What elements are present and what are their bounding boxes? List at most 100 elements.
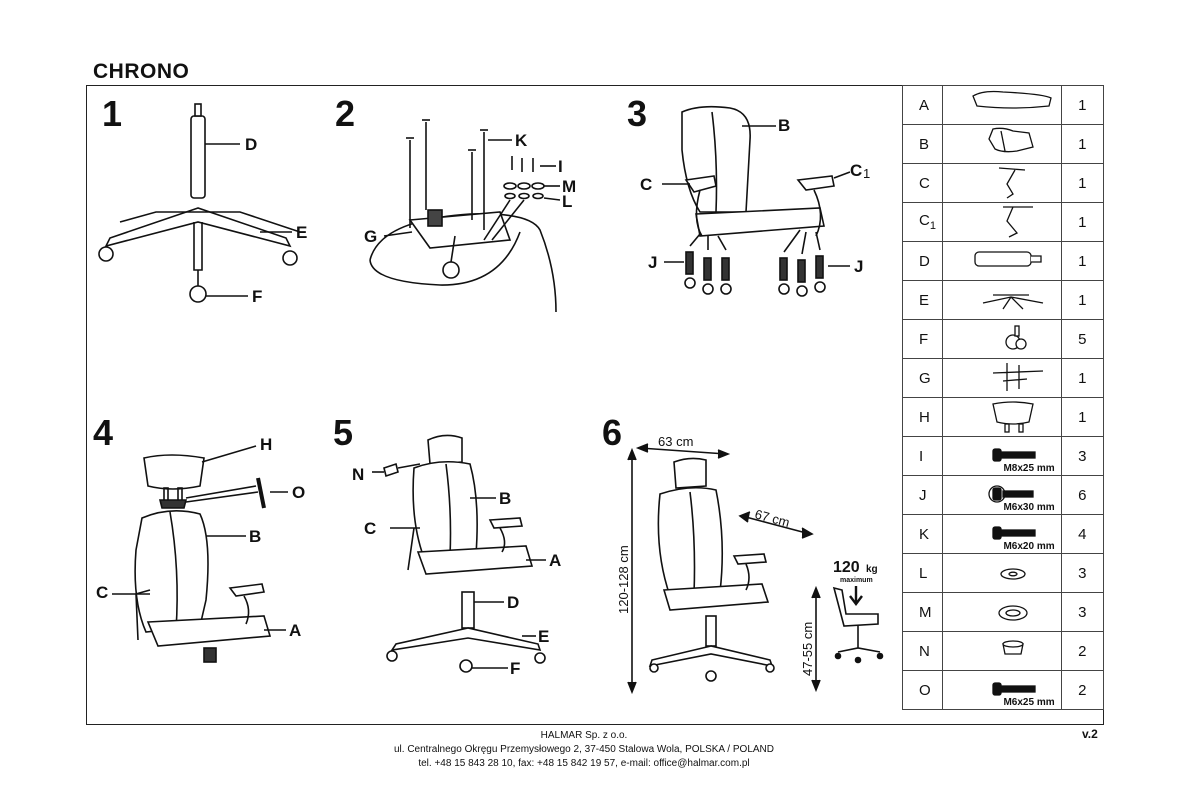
part-caption: M6x20 mm xyxy=(1003,541,1055,552)
part-image-cell xyxy=(941,241,1062,281)
step-number-4: 4 xyxy=(93,412,114,453)
part-letter-cell: L xyxy=(902,553,943,593)
part-quantity: 2 xyxy=(1060,670,1105,710)
part-row: O M6x25 mm 2 xyxy=(902,670,1105,710)
s5-label-D: D xyxy=(507,593,519,612)
part-quantity: 1 xyxy=(1060,280,1105,320)
part-letter-cell: I xyxy=(902,436,943,476)
s3-label-C1-sub: 1 xyxy=(863,166,870,181)
part-letter-cell: O xyxy=(902,670,943,710)
part-letter-cell: N xyxy=(902,631,943,671)
part-image-cell xyxy=(941,280,1062,320)
part-caption: M6x25 mm xyxy=(1003,697,1055,708)
gas-lift-icon xyxy=(974,251,1042,267)
s3-label-C1: C xyxy=(850,161,862,180)
load-note: maximum xyxy=(840,577,873,584)
part-letter-cell: B xyxy=(902,124,943,164)
part-letter: N xyxy=(919,642,930,660)
part-letter: A xyxy=(919,96,930,114)
step-number-1: 1 xyxy=(102,93,123,134)
s5-label-A: A xyxy=(549,551,561,570)
footer-company: HALMAR Sp. z o.o. xyxy=(540,730,628,741)
part-letter: I xyxy=(919,447,924,465)
part-letter: J xyxy=(919,486,927,504)
part-quantity: 3 xyxy=(1060,553,1105,593)
part-image-cell: M6x30 mm xyxy=(941,475,1062,515)
load-value: 120 xyxy=(833,559,860,576)
dim-height: 120-128 cm xyxy=(616,545,631,614)
s2-label-G: G xyxy=(364,227,377,246)
dim-depth: 67 cm xyxy=(753,506,791,530)
step5-drawing xyxy=(372,434,546,673)
armrest-right-icon xyxy=(1002,206,1033,238)
flat-washer-icon xyxy=(1000,568,1026,580)
part-letter-cell: A xyxy=(902,85,943,125)
part-letter-cell: K xyxy=(902,514,943,554)
step-number-6: 6 xyxy=(602,412,623,453)
star-base-icon xyxy=(982,294,1043,310)
part-image-cell xyxy=(941,319,1062,359)
part-image-cell xyxy=(941,202,1062,242)
part-caption: M8x25 mm xyxy=(1003,463,1055,474)
instruction-frame xyxy=(86,85,1104,725)
part-quantity: 1 xyxy=(1060,124,1105,164)
part-letter-cell: G xyxy=(902,358,943,398)
s5-label-E: E xyxy=(538,627,549,646)
part-image-cell: M6x20 mm xyxy=(941,514,1062,554)
s2-label-M: M xyxy=(562,177,576,196)
bolt-icon xyxy=(992,682,1036,696)
version-label: v.2 xyxy=(1082,727,1098,741)
part-letter: K xyxy=(919,525,930,543)
s4-label-O: O xyxy=(292,483,305,502)
part-image-cell xyxy=(941,163,1062,203)
part-image-cell xyxy=(941,397,1062,437)
s1-label-D: D xyxy=(245,135,257,154)
part-letter: G xyxy=(919,369,931,387)
part-letter: H xyxy=(919,408,930,426)
part-image-cell xyxy=(941,592,1062,632)
part-letter-cell: J xyxy=(902,475,943,515)
product-title: CHRONO xyxy=(93,60,190,83)
part-letter: F xyxy=(919,330,929,348)
s2-label-I: I xyxy=(558,157,563,176)
part-letter-cell: M xyxy=(902,592,943,632)
part-letter-sub: 1 xyxy=(929,220,936,232)
part-image-cell: M6x25 mm xyxy=(941,670,1062,710)
s5-label-F: F xyxy=(510,659,520,678)
part-quantity: 1 xyxy=(1060,202,1105,242)
part-letter: C xyxy=(919,174,930,192)
s5-label-C: C xyxy=(364,519,376,538)
part-quantity: 2 xyxy=(1060,631,1105,671)
part-letter: D xyxy=(919,252,930,270)
plug-icon xyxy=(1002,640,1024,655)
part-letter-cell: C xyxy=(902,163,943,203)
part-letter: O xyxy=(919,681,931,699)
spring-washer-icon xyxy=(998,605,1028,621)
part-letter-cell: D xyxy=(902,241,943,281)
mechanism-icon xyxy=(992,363,1043,391)
bolt-washer-icon xyxy=(988,485,1034,503)
bolt-icon xyxy=(992,526,1036,540)
headrest-icon xyxy=(992,401,1034,433)
part-image-cell xyxy=(941,631,1062,671)
part-image-cell xyxy=(941,358,1062,398)
backrest-icon xyxy=(988,127,1034,153)
part-letter-cell: C1 xyxy=(902,202,943,242)
part-image-cell xyxy=(941,124,1062,164)
step1-drawing xyxy=(98,103,301,303)
part-quantity: 3 xyxy=(1060,436,1105,476)
dim-seat-height: 47-55 cm xyxy=(800,622,815,676)
